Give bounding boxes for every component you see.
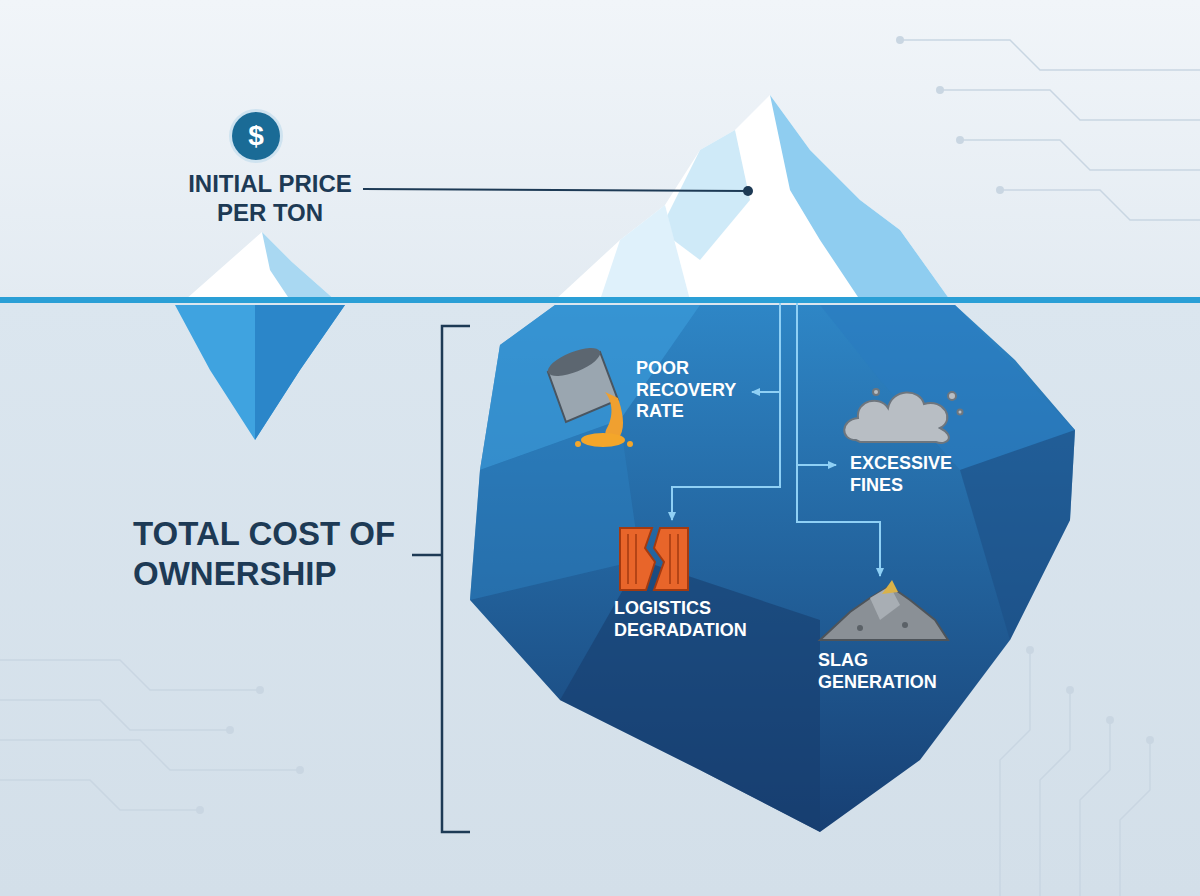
bucket-icon (544, 342, 633, 447)
cost-factor: EXCESSIVE FINES (850, 453, 970, 496)
leader-dot (743, 186, 753, 196)
cost-factor: POOR RECOVERY RATE (636, 358, 746, 423)
cost-factor: LOGISTICS DEGRADATION (614, 598, 764, 641)
small-iceberg (175, 232, 345, 440)
iceberg-underwater (470, 305, 1075, 832)
price-badge: $ (232, 112, 280, 160)
waterline (0, 297, 1200, 303)
price-label: INITIAL PRICE PER TON (170, 170, 370, 228)
cost-factor: SLAG GENERATION (818, 650, 953, 693)
slag-pile-icon (820, 580, 948, 640)
currency-symbol: $ (248, 120, 264, 152)
circuit-lines (0, 40, 1200, 896)
sky (0, 0, 1200, 300)
iceberg-tip (555, 95, 950, 300)
bracket (412, 326, 470, 832)
dust-cloud-icon (844, 389, 962, 443)
water (0, 300, 1200, 896)
tco-label: TOTAL COST OF OWNERSHIP (133, 514, 403, 593)
leader-line (363, 189, 748, 191)
broken-container-icon (620, 528, 688, 590)
branch-arrows (672, 303, 880, 576)
